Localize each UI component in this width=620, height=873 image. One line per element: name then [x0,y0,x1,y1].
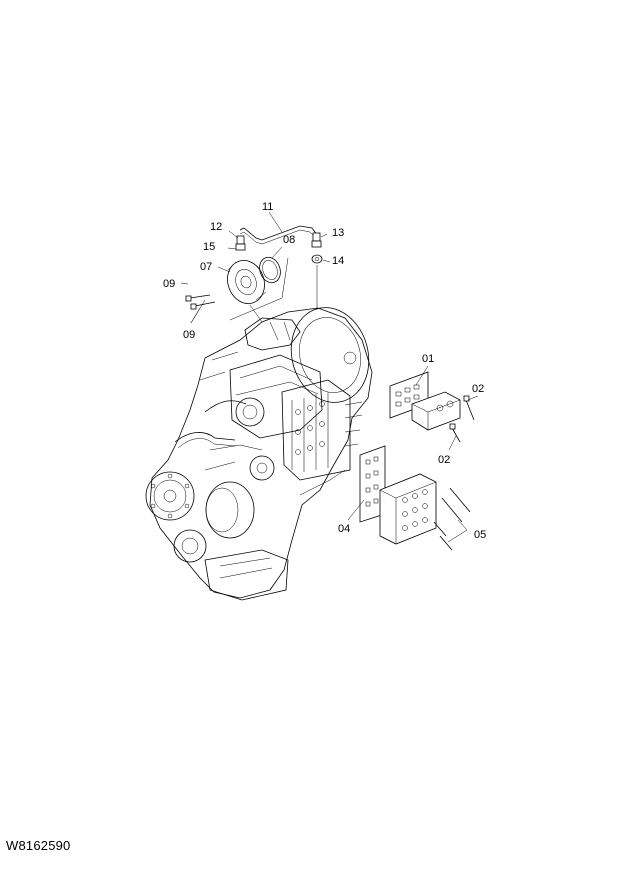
callout-13: 13 [332,227,344,239]
callout-05: 05 [474,529,486,541]
seal-ring-part-08 [259,256,281,284]
leader-lines [180,211,479,543]
bolts-part-02 [449,395,475,443]
callout-02-right: 02 [472,383,484,395]
fitting-part-12 [235,235,246,251]
callout-09-top: 09 [163,278,175,290]
drawing-code: W8162590 [6,838,71,853]
bolts-part-09 [185,294,216,310]
fitting-part-13 [311,232,322,248]
callout-07: 07 [200,261,212,273]
callout-09-bottom: 09 [183,329,195,341]
bearing-cover-part-07 [227,260,267,304]
callout-12: 12 [210,221,222,233]
nut-part-14 [311,254,323,264]
callout-04: 04 [338,523,350,535]
tube-part-11 [239,225,319,245]
alignment-lines [229,257,318,323]
callout-01: 01 [422,353,434,365]
callout-14: 14 [332,255,344,267]
callouts: 11 12 13 15 08 14 07 09 09 01 02 02 04 0… [163,201,486,541]
cover-block [411,391,461,431]
transmission-housing [145,307,373,601]
callout-15: 15 [203,241,215,253]
valve-block [379,473,437,545]
callout-11: 11 [262,201,273,213]
callout-08: 08 [283,234,295,246]
callout-02-lower: 02 [438,454,450,466]
bolts-part-05 [433,487,471,551]
